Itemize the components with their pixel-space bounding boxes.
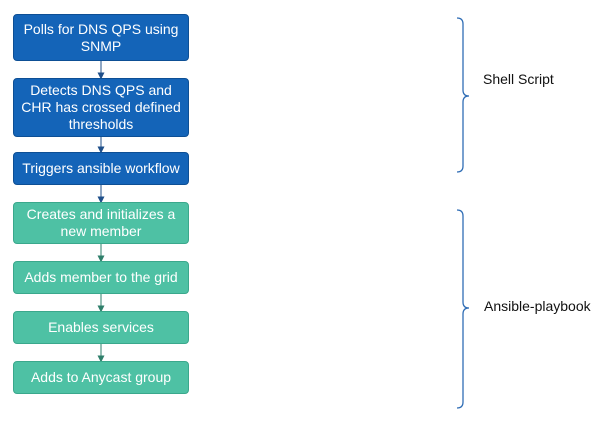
step-trigger-ansible-label: Triggers ansible workflow xyxy=(22,160,180,176)
step-trigger-ansible: Triggers ansible workflow xyxy=(13,152,189,185)
shell-script-bracket xyxy=(456,17,470,173)
step-add-anycast: Adds to Anycast group xyxy=(13,361,189,394)
step-detect-thresholds-label: Detects DNS QPS and CHR has crossed defi… xyxy=(21,82,181,132)
ansible-playbook-bracket xyxy=(456,209,470,409)
shell-script-label: Shell Script xyxy=(483,71,554,87)
step-poll-dns-qps-label: Polls for DNS QPS using SNMP xyxy=(23,20,179,54)
step-detect-thresholds: Detects DNS QPS and CHR has crossed defi… xyxy=(13,78,189,137)
step-enable-services-label: Enables services xyxy=(48,319,154,335)
ansible-playbook-label: Ansible-playbook xyxy=(484,298,591,314)
step-add-anycast-label: Adds to Anycast group xyxy=(30,369,172,385)
step-add-member-grid-label: Adds member to the grid xyxy=(24,269,178,285)
step-poll-dns-qps: Polls for DNS QPS using SNMP xyxy=(13,14,189,61)
step-add-member-grid: Adds member to the grid xyxy=(13,261,189,294)
step-create-member: Creates and initializes a new member xyxy=(13,202,189,244)
step-create-member-label: Creates and initializes a new member xyxy=(26,206,176,239)
step-enable-services: Enables services xyxy=(13,311,189,344)
